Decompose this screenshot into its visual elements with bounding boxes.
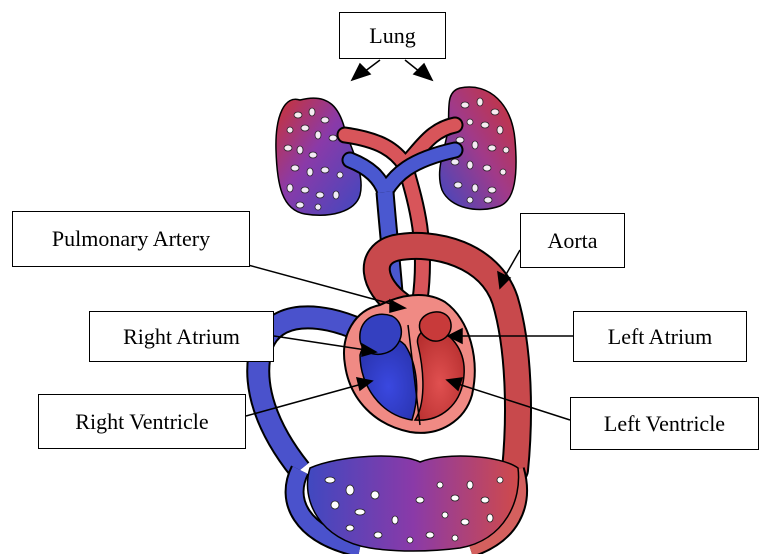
pulmonary-artery-label: Pulmonary Artery	[12, 211, 250, 267]
left-atrium-chamber	[419, 312, 451, 341]
heart	[344, 295, 475, 433]
right-atrium-label: Right Atrium	[89, 311, 274, 362]
body-capillaries	[308, 456, 519, 551]
left-atrium-label: Left Atrium	[573, 311, 747, 362]
left-ventricle-label: Left Ventricle	[570, 397, 759, 450]
aorta-label: Aorta	[520, 213, 625, 268]
right-ventricle-label: Right Ventricle	[38, 394, 246, 449]
lung-label: Lung	[339, 12, 446, 59]
